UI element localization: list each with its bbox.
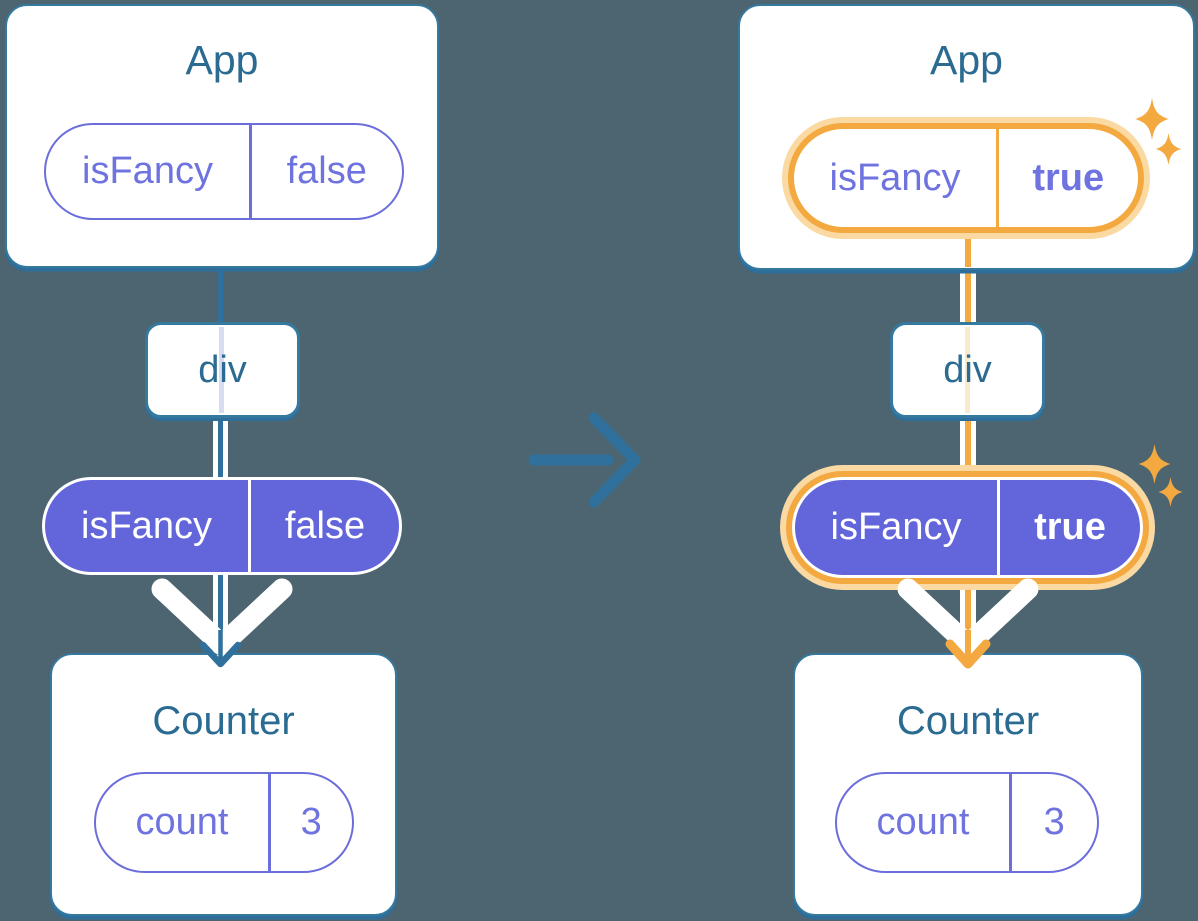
props-pill: isFancy false (44, 123, 404, 220)
pill-divider (248, 480, 251, 572)
arrowhead-icon (945, 630, 991, 669)
state-name: count (135, 801, 229, 843)
prop-trace-line (219, 327, 224, 413)
state-pill-highlighted: isFancy true (780, 465, 1155, 590)
div-label: div (943, 348, 992, 391)
connector-line (965, 234, 971, 267)
prop-name: isFancy (82, 150, 213, 192)
prop-value: false (286, 150, 367, 192)
counter-title: Counter (152, 699, 295, 743)
state-pill: count 3 (835, 772, 1099, 873)
div-node: div (890, 322, 1045, 418)
connector-line (218, 266, 223, 324)
state-pill: isFancy false (42, 477, 402, 575)
highlight-ring: isFancy true (786, 471, 1149, 584)
div-node: div (145, 322, 300, 418)
props-pipe (213, 417, 228, 480)
prop-name: isFancy (81, 504, 212, 547)
state-pill: count 3 (94, 772, 354, 873)
prop-value: true (1032, 156, 1105, 199)
app-title: App (930, 37, 1003, 83)
app-card: App isFancy true (738, 4, 1195, 270)
pill-divider (997, 480, 1000, 575)
prop-value: true (1034, 506, 1106, 548)
props-pipe (960, 417, 976, 469)
state-value: 3 (300, 801, 322, 843)
prop-name: isFancy (829, 156, 961, 199)
prop-name: isFancy (830, 506, 962, 548)
sparkle-icon (1138, 444, 1171, 484)
props-pill-highlighted: isFancy true (782, 117, 1150, 239)
state-value: 3 (1043, 801, 1065, 843)
counter-card: Counter count 3 (50, 653, 397, 916)
transition-arrow-icon (528, 412, 641, 508)
app-title: App (185, 37, 259, 83)
sparkle-icon (1158, 477, 1183, 507)
sparkle-icon (1155, 133, 1182, 165)
pill-divider (249, 125, 252, 218)
counter-card: Counter count 3 (793, 653, 1143, 916)
pill-divider (268, 774, 271, 871)
highlight-ring: isFancy true (788, 123, 1144, 233)
prop-trace-line (965, 327, 970, 413)
counter-title: Counter (896, 699, 1040, 743)
prop-value: false (284, 504, 366, 547)
pill-divider (996, 129, 999, 227)
div-label: div (198, 348, 247, 391)
pill-divider (1009, 774, 1012, 871)
app-card: App isFancy false (5, 4, 439, 268)
sparkle-icon (1135, 98, 1169, 140)
state-name: count (876, 801, 970, 843)
arrowhead-icon (199, 630, 242, 668)
props-pipe (960, 267, 976, 324)
